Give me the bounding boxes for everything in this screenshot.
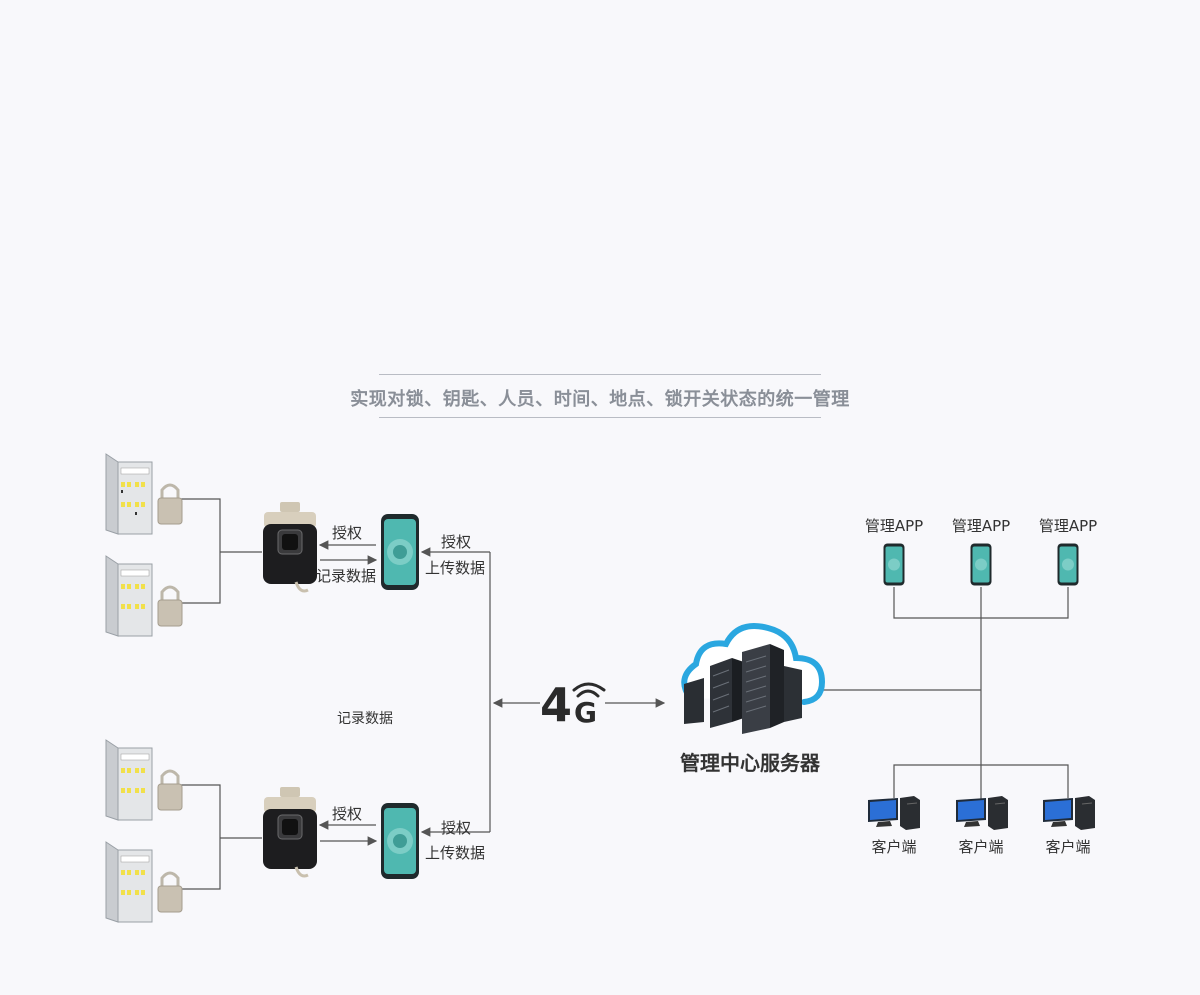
app-label-3: 管理APP bbox=[1038, 517, 1098, 535]
client-label-1: 客户端 bbox=[871, 838, 917, 856]
page-title: 实现对锁、钥匙、人员、时间、地点、锁开关状态的统一管理 bbox=[350, 389, 850, 410]
network-4g-digit: 4 bbox=[540, 678, 573, 732]
app-phone-icon-3 bbox=[1057, 543, 1079, 586]
network-4g-g: G bbox=[574, 696, 597, 729]
client-computer-icon-1 bbox=[868, 796, 920, 830]
app-phone-icon-1 bbox=[883, 543, 905, 586]
electronic-key-icon-bottom bbox=[263, 787, 317, 878]
phone-icon-top bbox=[381, 514, 419, 590]
label-top-key-record: 记录数据 bbox=[316, 567, 377, 585]
label-bottom-key-auth: 授权 bbox=[332, 805, 363, 823]
label-bottom-phone-auth: 授权 bbox=[441, 819, 472, 837]
client-computer-icon-3 bbox=[1043, 796, 1095, 830]
label-middle-record: 记录数据 bbox=[337, 711, 393, 727]
app-label-1: 管理APP bbox=[864, 517, 924, 535]
title-rule-bottom bbox=[379, 417, 821, 418]
signal-waves-icon bbox=[572, 682, 606, 698]
app-label-2: 管理APP bbox=[951, 517, 1011, 535]
cabinet-lock-2 bbox=[105, 555, 183, 637]
client-label-3: 客户端 bbox=[1045, 838, 1091, 856]
client-label-2: 客户端 bbox=[958, 838, 1004, 856]
app-phone-icon-2 bbox=[970, 543, 992, 586]
label-top-phone-auth: 授权 bbox=[441, 533, 472, 551]
bottom-cabinet-link bbox=[180, 784, 221, 890]
title-rule-top bbox=[379, 374, 821, 375]
cabinet-lock-1 bbox=[105, 453, 183, 535]
cabinet-lock-3 bbox=[105, 739, 183, 821]
server-label: 管理中心服务器 bbox=[680, 751, 820, 775]
cloud-server-icon bbox=[681, 623, 826, 734]
electronic-key-icon-top bbox=[263, 502, 317, 593]
phone-icon-bottom bbox=[381, 803, 419, 879]
label-bottom-phone-upload: 上传数据 bbox=[425, 844, 486, 862]
label-top-key-auth: 授权 bbox=[332, 524, 363, 542]
client-computer-icon-2 bbox=[956, 796, 1008, 830]
cabinet-lock-4 bbox=[105, 841, 183, 923]
label-top-phone-upload: 上传数据 bbox=[425, 559, 486, 577]
top-cabinet-link bbox=[180, 498, 221, 604]
